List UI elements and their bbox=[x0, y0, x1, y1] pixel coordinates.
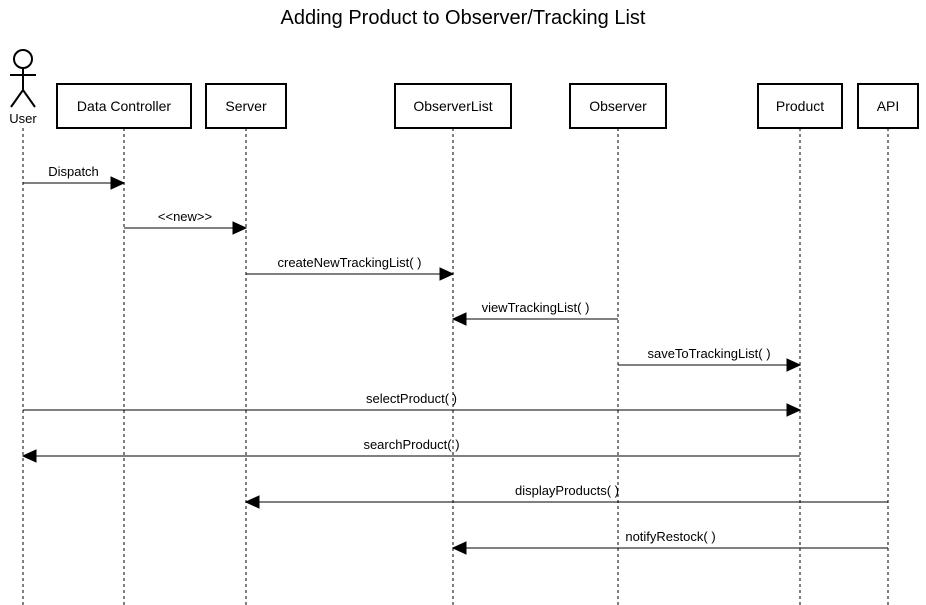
participant-box-observerlist bbox=[394, 83, 512, 129]
participant-box-datacontroller bbox=[56, 83, 192, 129]
message-label: Dispatch bbox=[48, 164, 99, 179]
participant-label-api: API bbox=[877, 98, 900, 114]
participant-box-product bbox=[757, 83, 843, 129]
arrowhead-icon bbox=[244, 495, 260, 509]
message-8: displayProducts( ) bbox=[244, 483, 888, 509]
message-4: viewTrackingList( ) bbox=[451, 300, 618, 326]
arrowhead-icon bbox=[786, 403, 802, 417]
message-label: createNewTrackingList( ) bbox=[277, 255, 421, 270]
message-3: createNewTrackingList( ) bbox=[246, 255, 455, 281]
arrowhead-icon bbox=[451, 541, 467, 555]
diagram-title: Adding Product to Observer/Tracking List bbox=[281, 7, 646, 29]
participant-label-observer: Observer bbox=[589, 98, 647, 114]
participant-box-server bbox=[205, 83, 287, 129]
arrowhead-icon bbox=[232, 221, 248, 235]
message-1: Dispatch bbox=[23, 164, 126, 190]
message-6: selectProduct( ) bbox=[23, 391, 802, 417]
participant-label-observerlist: ObserverList bbox=[413, 98, 492, 114]
message-5: saveToTrackingList( ) bbox=[618, 346, 802, 372]
message-label: viewTrackingList( ) bbox=[482, 300, 590, 315]
arrowhead-icon bbox=[786, 358, 802, 372]
arrowhead-icon bbox=[439, 267, 455, 281]
user-actor-label: User bbox=[9, 111, 37, 126]
participant-label-datacontroller: Data Controller bbox=[77, 98, 171, 114]
message-label: selectProduct( ) bbox=[366, 391, 457, 406]
participant-label-product: Product bbox=[776, 98, 824, 114]
message-label: notifyRestock( ) bbox=[625, 529, 715, 544]
arrowhead-icon bbox=[110, 176, 126, 190]
message-7: searchProduct( ) bbox=[21, 437, 800, 463]
message-label: saveToTrackingList( ) bbox=[647, 346, 770, 361]
message-label: displayProducts( ) bbox=[515, 483, 619, 498]
arrowhead-icon bbox=[451, 312, 467, 326]
message-label: <<new>> bbox=[158, 209, 212, 224]
participant-label-server: Server bbox=[225, 98, 267, 114]
arrowhead-icon bbox=[21, 449, 37, 463]
user-actor-icon bbox=[10, 49, 36, 108]
participant-box-observer bbox=[569, 83, 667, 129]
message-9: notifyRestock( ) bbox=[451, 529, 888, 555]
message-label: searchProduct( ) bbox=[363, 437, 459, 452]
message-2: <<new>> bbox=[124, 209, 248, 235]
participant-box-api bbox=[857, 83, 919, 129]
